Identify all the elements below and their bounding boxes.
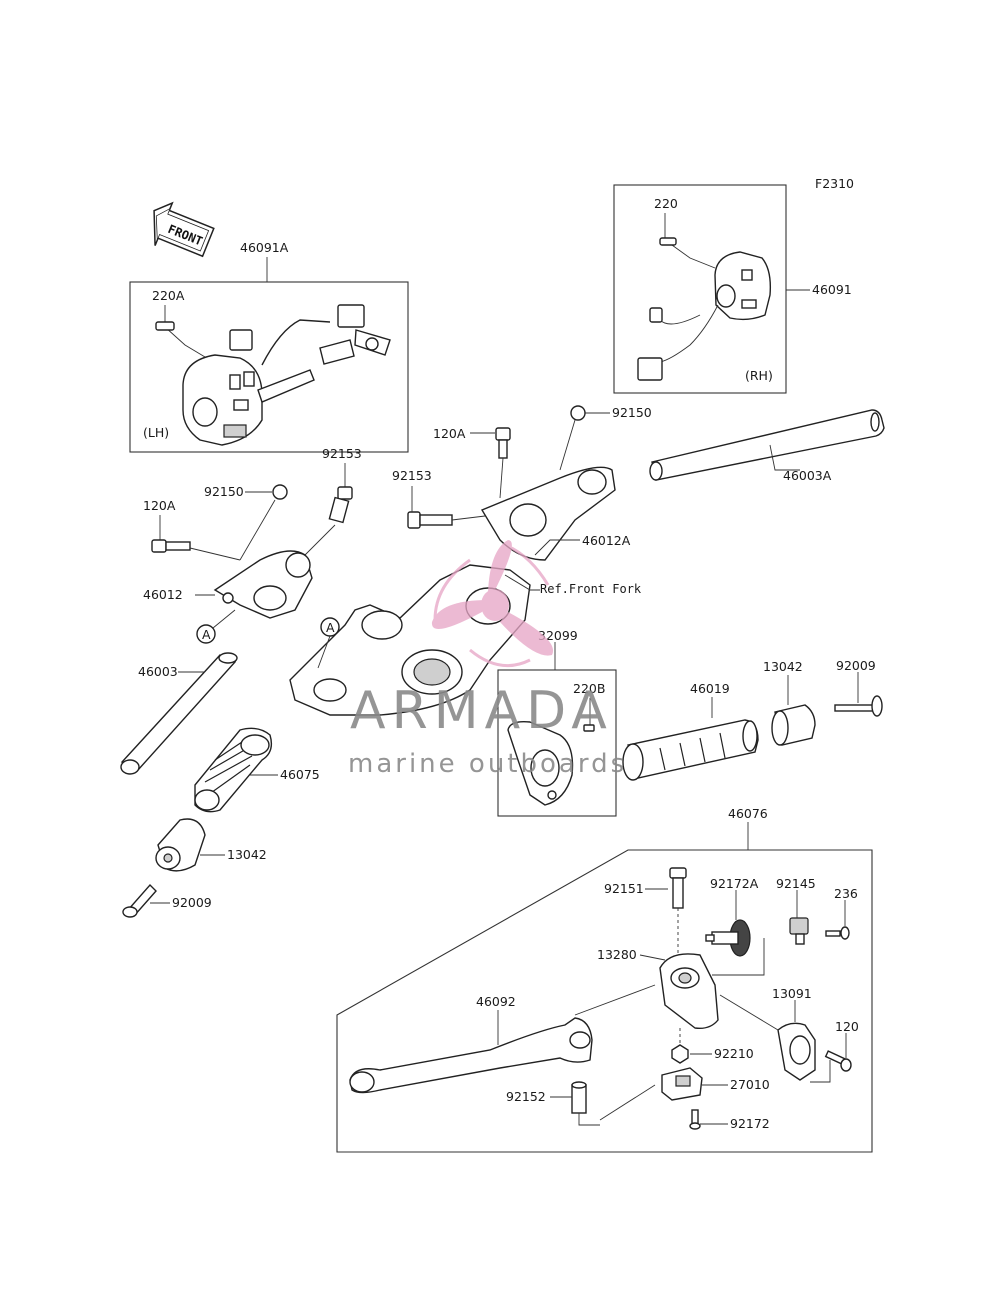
marker-a-right: A: [320, 617, 340, 637]
bolt-92153-left: [328, 486, 353, 524]
lh-switch-housing: [155, 304, 391, 446]
label-92145: 92145: [776, 876, 816, 891]
label-13280: 13280: [597, 947, 637, 962]
label-92009-left: 92009: [172, 895, 212, 910]
label-46091A: 46091A: [240, 240, 289, 255]
lever-holder-13280: [659, 953, 719, 1030]
watermark: ARMADA marine outboards: [348, 540, 627, 779]
label-120: 120: [835, 1019, 859, 1034]
spring-92145: [789, 917, 809, 945]
label-lh: (LH): [143, 425, 169, 440]
label-46012: 46012: [143, 587, 183, 602]
throttle-housing-box: [497, 669, 617, 817]
label-92153-right: 92153: [392, 468, 432, 483]
label-92172: 92172: [730, 1116, 770, 1131]
svg-text:A: A: [202, 627, 211, 642]
lh-bar-end-weight-13042: [155, 818, 206, 872]
label-27010: 27010: [730, 1077, 770, 1092]
screw-92172: [689, 1109, 701, 1130]
watermark-brand: ARMADA: [350, 681, 613, 741]
label-120A-left: 120A: [143, 498, 176, 513]
adjuster-92172A: [705, 919, 751, 957]
bolt-92150-right: [570, 405, 586, 421]
lh-handlebar: [120, 652, 238, 775]
label-92150-left: 92150: [204, 484, 244, 499]
label-13042-left: 13042: [227, 847, 267, 862]
label-220A: 220A: [152, 288, 185, 303]
label-92210: 92210: [714, 1046, 754, 1061]
label-92151: 92151: [604, 881, 644, 896]
rh-switch-housing: [637, 237, 772, 381]
bolt-120: [824, 1050, 852, 1072]
bolt-92151: [669, 867, 687, 909]
brake-lever-box: [336, 849, 873, 1153]
label-46012A: 46012A: [582, 533, 631, 548]
label-46003: 46003: [138, 664, 178, 679]
switch-27010: [661, 1067, 703, 1101]
label-220: 220: [654, 196, 678, 211]
label-92172A: 92172A: [710, 876, 759, 891]
label-46075: 46075: [280, 767, 320, 782]
rh-bar-end-weight-13042: [771, 704, 816, 746]
bolt-120A-left: [151, 539, 191, 553]
label-46019: 46019: [690, 681, 730, 696]
propeller-logo-icon: [431, 540, 554, 668]
lh-clamp-46012: [213, 550, 313, 619]
label-120A-right: 120A: [433, 426, 466, 441]
label-46003A: 46003A: [783, 468, 832, 483]
label-92009-right: 92009: [836, 658, 876, 673]
front-arrow-icon: FRONT: [153, 201, 215, 258]
rh-throttle-grip-46019: [622, 719, 759, 781]
label-220B: 220B: [573, 681, 605, 696]
label-32099: 32099: [538, 628, 578, 643]
bolt-92153-right: [407, 511, 453, 529]
rh-handlebar: [649, 409, 885, 481]
collar-92152: [571, 1081, 587, 1114]
watermark-tagline: marine outboards: [348, 749, 627, 779]
lh-grip-46075: [194, 727, 273, 813]
figure-code: F2310: [815, 176, 854, 191]
bolt-92150-left: [272, 484, 288, 500]
label-46076: 46076: [728, 806, 768, 821]
label-46092: 46092: [476, 994, 516, 1009]
label-46091: 46091: [812, 282, 852, 297]
rh-switch-box: [613, 184, 787, 394]
screw-236: [825, 926, 850, 940]
lh-screw-92009: [122, 883, 157, 918]
label-ref-front-fork: Ref.Front Fork: [540, 582, 642, 596]
marker-a-left: A: [196, 624, 216, 644]
throttle-housing-32099: [507, 720, 595, 806]
rh-screw-92009: [834, 695, 883, 717]
label-92152: 92152: [506, 1089, 546, 1104]
bolt-120A-right: [495, 427, 511, 459]
brake-lever-46092: [349, 1017, 593, 1094]
label-92153-left: 92153: [322, 446, 362, 461]
label-rh: (RH): [745, 368, 773, 383]
svg-text:A: A: [326, 620, 335, 635]
nut-92210: [671, 1044, 689, 1064]
label-13091: 13091: [772, 986, 812, 1001]
lh-switch-box: [129, 281, 409, 453]
clamp-13091: [777, 1022, 816, 1081]
label-13042-right: 13042: [763, 659, 803, 674]
label-92150-right: 92150: [612, 405, 652, 420]
label-236: 236: [834, 886, 858, 901]
